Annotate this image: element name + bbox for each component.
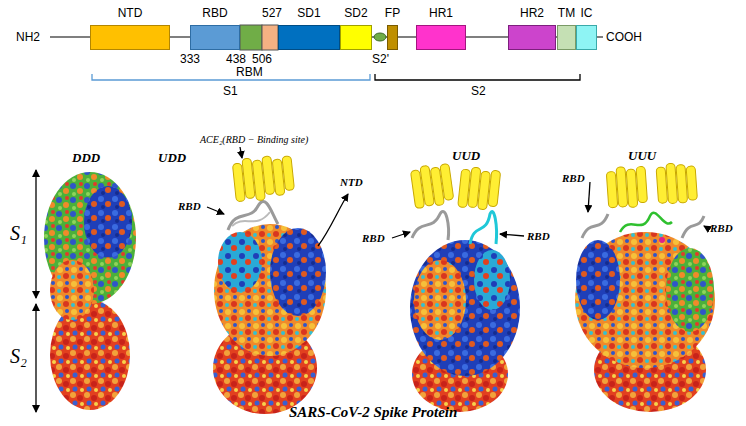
residue-number: 527 — [262, 6, 282, 20]
s1-bracket — [92, 74, 370, 80]
domain-label: HR1 — [429, 6, 453, 21]
domain-callout: RBD — [527, 230, 550, 243]
udd-structure — [213, 154, 326, 414]
domain-box: NTD — [90, 6, 170, 50]
subunit-label: S₂ — [10, 345, 27, 367]
domain-callout: RBD — [710, 222, 733, 235]
cleavage-site — [374, 33, 386, 41]
domain-callout: RBD — [562, 172, 585, 185]
domain-label: RBD — [202, 6, 227, 21]
domain-label: FP — [385, 6, 400, 21]
domain-bar — [416, 25, 466, 50]
state-label: DDD — [72, 150, 100, 165]
domain-bar — [508, 25, 556, 50]
region-label: RBM — [236, 65, 263, 79]
domain-callout: NTD — [340, 176, 363, 189]
domain-bar — [387, 25, 398, 50]
domain-bar — [90, 25, 170, 50]
uud-structure — [410, 163, 520, 412]
domain-callout: RBD — [362, 232, 385, 245]
rbm-segment — [240, 25, 262, 50]
domain-box: FP — [387, 6, 398, 50]
s2-bracket — [375, 74, 580, 80]
domain-label: IC — [581, 6, 593, 21]
domain-box: IC — [576, 6, 597, 50]
domain-label: NTD — [118, 6, 143, 21]
terminus-label: COOH — [606, 30, 642, 44]
receptor-label: ACE₂(RBD − Binding site) — [200, 134, 308, 146]
residue-number: 506 — [252, 52, 272, 66]
subunit-label: S₁ — [10, 222, 27, 244]
terminus-label: NH2 — [16, 30, 40, 44]
domain-box: TM — [557, 6, 576, 50]
domain-box: RBD — [190, 6, 240, 50]
domain-bar — [557, 25, 576, 50]
segment — [262, 25, 278, 50]
domain-callout: RBD — [178, 200, 201, 213]
domain-bar — [278, 25, 340, 50]
state-label: UDD — [158, 150, 186, 165]
domain-label: SD1 — [297, 6, 320, 21]
leader-arrows — [207, 147, 709, 246]
figure-caption: SARS-CoV-2 Spike Protein — [289, 403, 457, 421]
domain-bar — [576, 25, 597, 50]
s2-arrow — [35, 304, 36, 412]
residue-number: 333 — [180, 52, 200, 66]
state-label: UUU — [628, 148, 656, 163]
domain-bar — [190, 25, 240, 50]
domain-box: SD2 — [340, 6, 372, 50]
residue-number: 438 — [226, 52, 246, 66]
subunit-label: S2 — [471, 84, 486, 98]
domain-bar — [340, 25, 372, 50]
domain-box: HR1 — [416, 6, 466, 50]
ddd-structure — [44, 172, 136, 410]
s1-arrow — [35, 170, 36, 298]
site-label: S2' — [372, 52, 389, 66]
subunit-label: S1 — [223, 84, 238, 98]
domain-label: TM — [558, 6, 575, 21]
state-label: UUD — [452, 148, 480, 163]
domain-label: HR2 — [520, 6, 544, 21]
domain-box: HR2 — [508, 6, 556, 50]
domain-label: SD2 — [344, 6, 367, 21]
domain-box: SD1 — [278, 6, 340, 50]
uuu-structure — [575, 162, 715, 412]
